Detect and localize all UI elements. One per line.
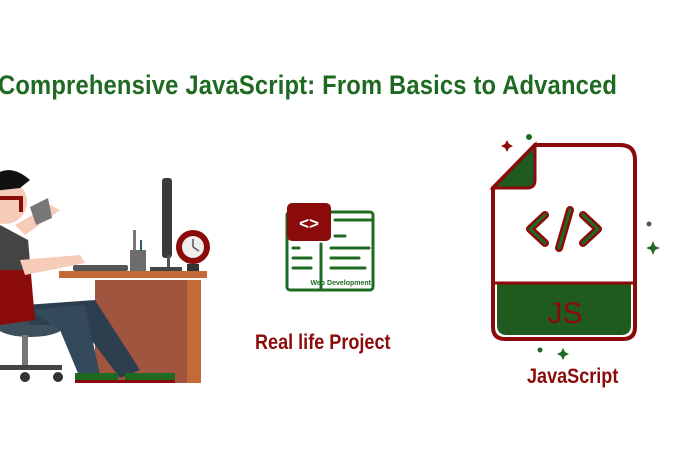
clock-icon [176, 230, 210, 271]
developer-illustration [0, 170, 210, 383]
sparkle-icon [501, 134, 660, 360]
web-development-icon: <> Web Development [285, 203, 375, 292]
code-symbol: <> [299, 214, 319, 233]
javascript-label: JavaScript [527, 365, 619, 388]
web-development-caption: Web Development [310, 280, 371, 287]
project-label: Real life Project [255, 331, 391, 354]
javascript-file-icon: JS [489, 134, 660, 360]
js-badge: JS [547, 297, 582, 330]
page-title: Comprehensive JavaScript: From Basics to… [0, 70, 618, 100]
